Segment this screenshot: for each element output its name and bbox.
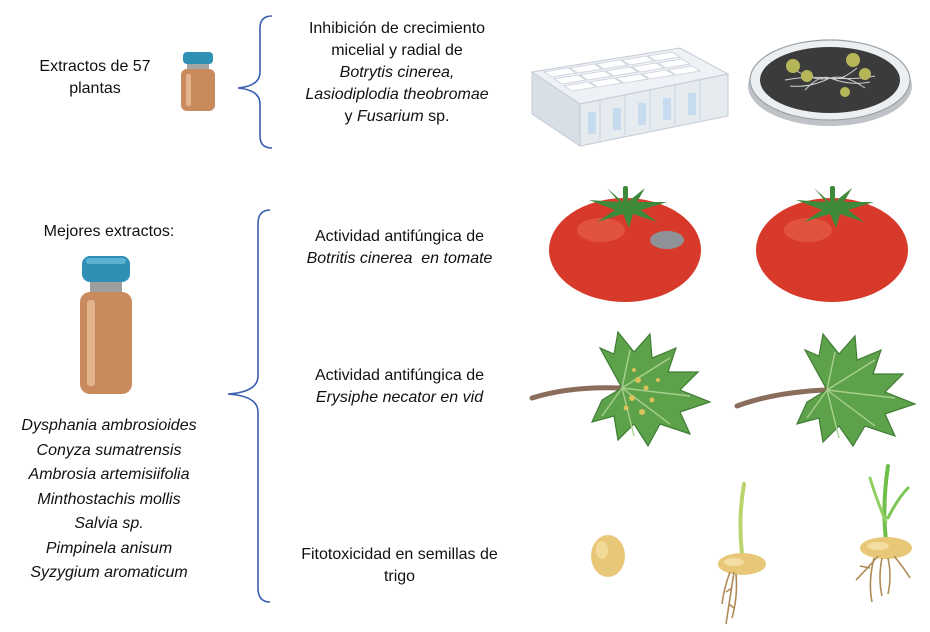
species-item: Minthostachis mollis: [37, 490, 181, 508]
top-assay-line4: Lasiodiplodia theobromae: [305, 86, 489, 103]
vial-icon: [181, 52, 215, 111]
species-item: Dysphania ambrosioides: [21, 417, 197, 434]
species-list: Dysphania ambrosioides Conyza sumatrensi…: [0, 414, 218, 586]
top-assay-line5-pre: y: [344, 108, 357, 125]
vial-icon: [80, 256, 132, 394]
seed-icon: [591, 535, 625, 577]
best-extracts-title: Mejores extractos:: [43, 223, 175, 240]
top-assay-line5: y Fusarium sp.: [272, 106, 522, 128]
top-assay-line2: micelial y radial de: [331, 42, 463, 59]
source-label-line2: plantas: [69, 80, 121, 97]
wheat-assay-line2: trigo: [383, 568, 416, 585]
top-assay-line5-italic: Fusarium: [356, 108, 424, 125]
top-assay-line1: Inhibición de crecimiento: [308, 20, 486, 37]
wheat-assay-text: Fitotoxicidad en semillas de trigo: [272, 544, 527, 588]
top-assay-line3: Botrytis cinerea,: [339, 64, 455, 81]
source-label: Extractos de 57 plantas: [20, 56, 170, 100]
top-assay-text: Inhibición de crecimiento micelial y rad…: [272, 18, 522, 128]
tomato-assay-line1: Actividad antifúngica de: [315, 228, 484, 245]
top-assay-line5-post: sp.: [423, 108, 450, 125]
seedling-icon: [718, 482, 766, 625]
species-item: Conyza sumatrensis: [36, 441, 182, 459]
grape-leaf-icon: [529, 330, 712, 448]
vine-assay-line2: Erysiphe necator en vid: [315, 389, 484, 406]
tomato-icon: [756, 186, 908, 302]
top-brace: [237, 15, 273, 149]
vine-assay-text: Actividad antifúngica de Erysiphe necato…: [272, 365, 527, 409]
tomato-icon: [549, 186, 701, 302]
tomato-assay-line2: Botritis cinerea en tomate: [306, 250, 493, 267]
bottom-brace: [227, 209, 271, 603]
species-item: Syzygium aromaticum: [30, 564, 188, 581]
species-item: Ambrosia artemisiifolia: [28, 466, 190, 483]
source-label-line1: Extractos de 57: [39, 58, 151, 75]
species-item: Pimpinela anisum: [45, 539, 173, 557]
species-item: Salvia sp.: [74, 515, 144, 532]
well-plate-icon: [530, 47, 730, 147]
petri-dish-icon: [748, 39, 912, 126]
seedling-icon: [855, 464, 912, 603]
vine-assay-line1: Actividad antifúngica de: [315, 367, 484, 384]
tomato-assay-text: Actividad antifúngica de Botritis cinere…: [272, 226, 527, 270]
wheat-assay-line1: Fitotoxicidad en semillas de: [301, 546, 498, 563]
grape-leaf-icon: [734, 332, 917, 448]
